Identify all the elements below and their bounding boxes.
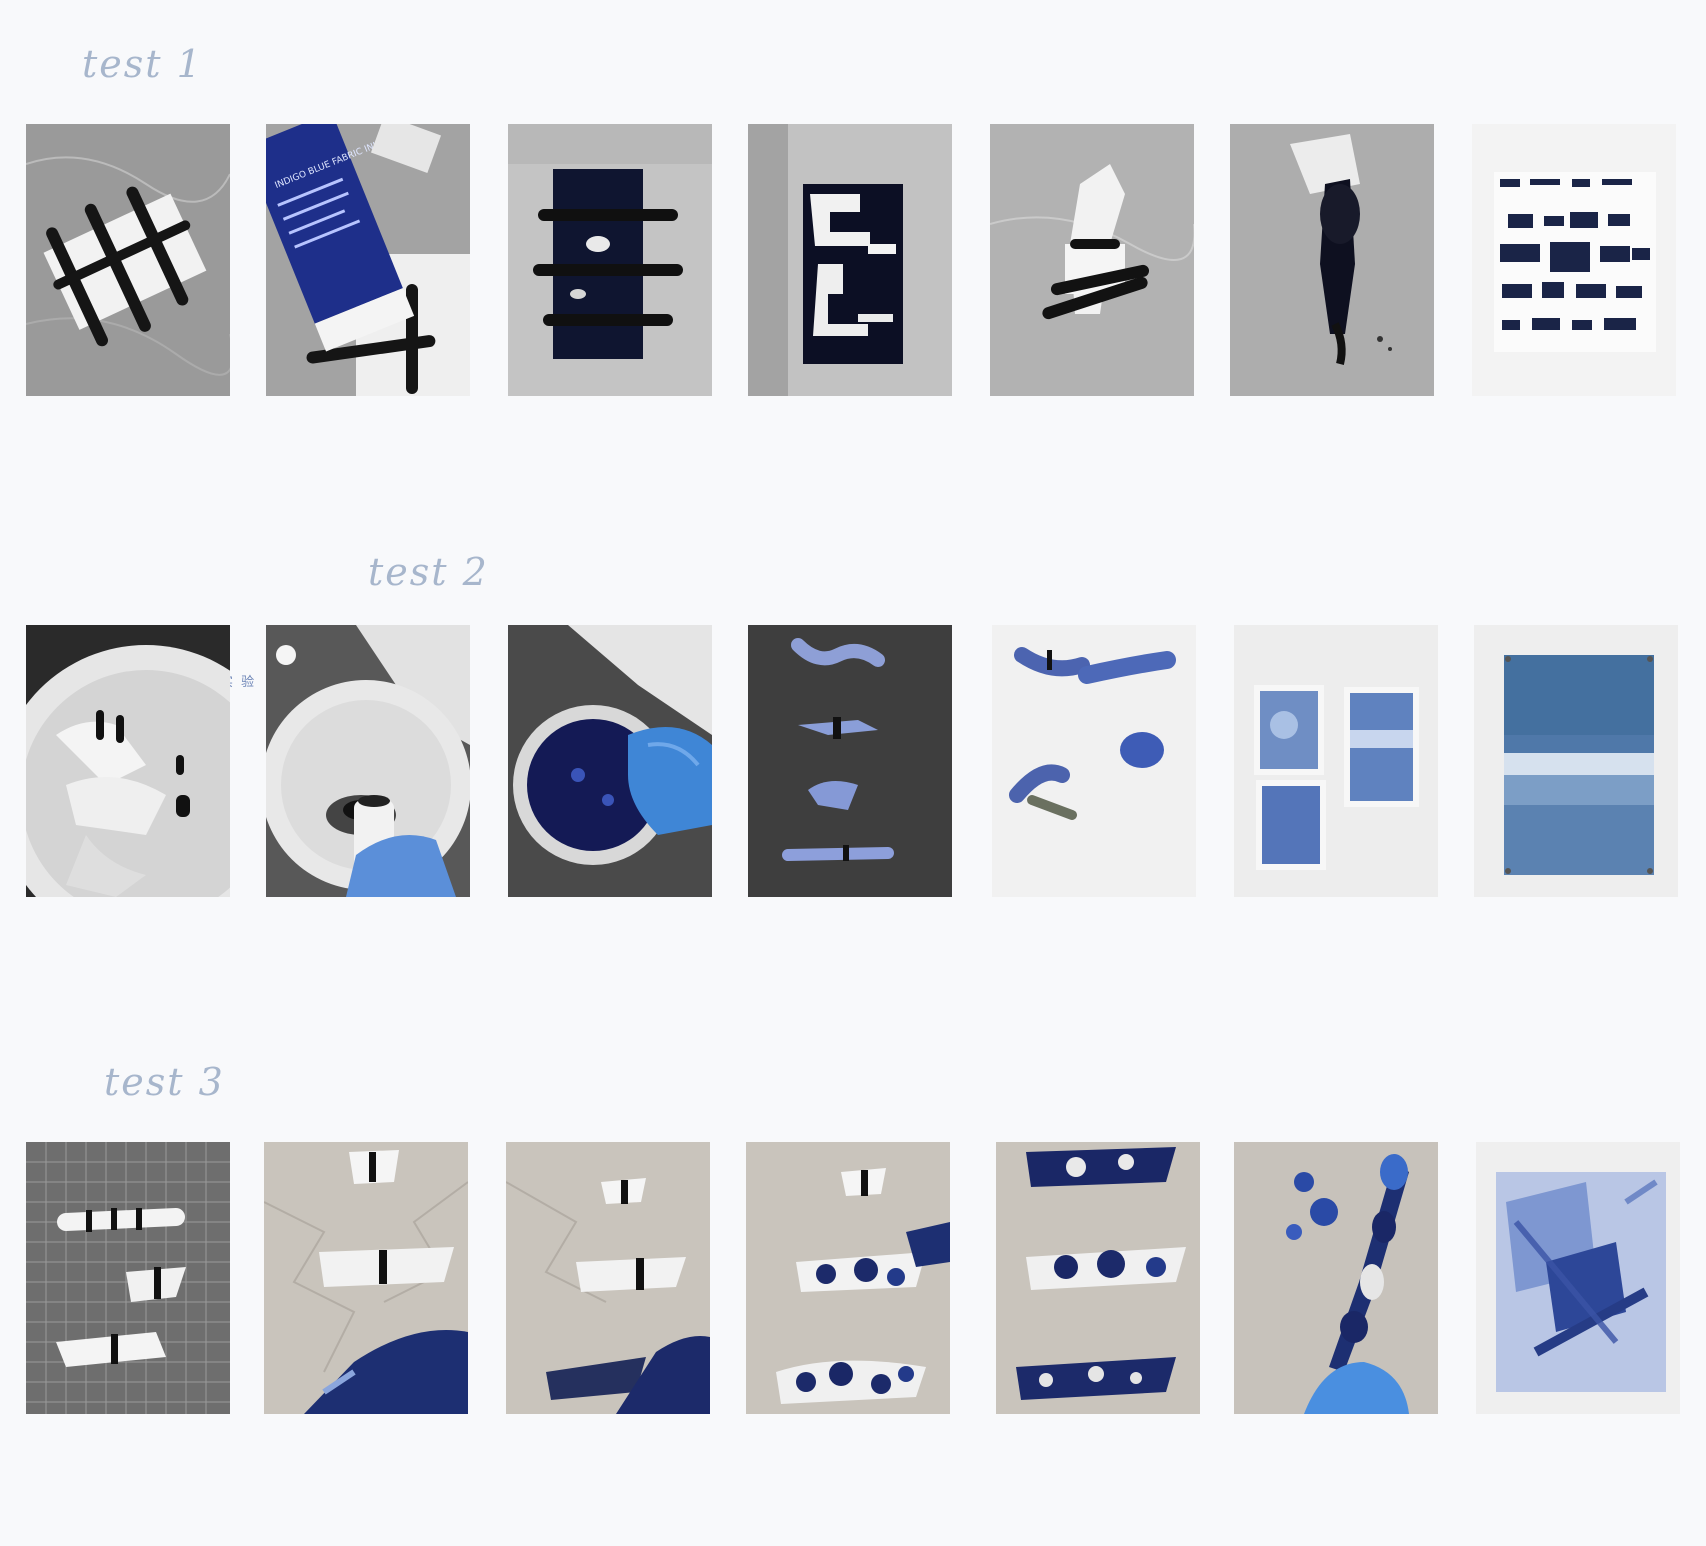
test-1-photo-7[interactable]	[1472, 124, 1676, 396]
test-3-photo-7[interactable]	[1476, 1142, 1680, 1414]
test-1-photo-5[interactable]	[990, 124, 1194, 396]
test-2-photo-7[interactable]	[1474, 625, 1678, 897]
test-2-photo-1[interactable]	[26, 625, 230, 897]
test-2-photo-3[interactable]	[508, 625, 712, 897]
test-1-photo-2[interactable]: INDIGO BLUE FABRIC INK	[266, 124, 470, 396]
test-2-gallery	[0, 625, 1706, 897]
test-1-photo-3[interactable]	[508, 124, 712, 396]
test-2-photo-4[interactable]	[748, 625, 952, 897]
test-1-label: test 1	[82, 42, 203, 86]
test-2-photo-2[interactable]	[266, 625, 470, 897]
test-3-photo-3[interactable]	[506, 1142, 710, 1414]
test-2-label: test 2	[368, 550, 489, 594]
test-1-photo-1[interactable]	[26, 124, 230, 396]
test-2-photo-6[interactable]	[1234, 625, 1438, 897]
test-3-label: test 3	[104, 1060, 225, 1104]
test-1-gallery: INDIGO BLUE FABRIC INK	[0, 124, 1706, 396]
test-3-photo-6[interactable]	[1234, 1142, 1438, 1414]
test-3-photo-5[interactable]	[996, 1142, 1200, 1414]
test-3-photo-4[interactable]	[746, 1142, 950, 1414]
test-3-gallery	[0, 1142, 1706, 1414]
test-1-photo-6[interactable]	[1230, 124, 1434, 396]
test-2-photo-5[interactable]	[992, 625, 1196, 897]
test-1-photo-4[interactable]	[748, 124, 952, 396]
test-3-photo-1[interactable]	[26, 1142, 230, 1414]
test-3-photo-2[interactable]	[264, 1142, 468, 1414]
